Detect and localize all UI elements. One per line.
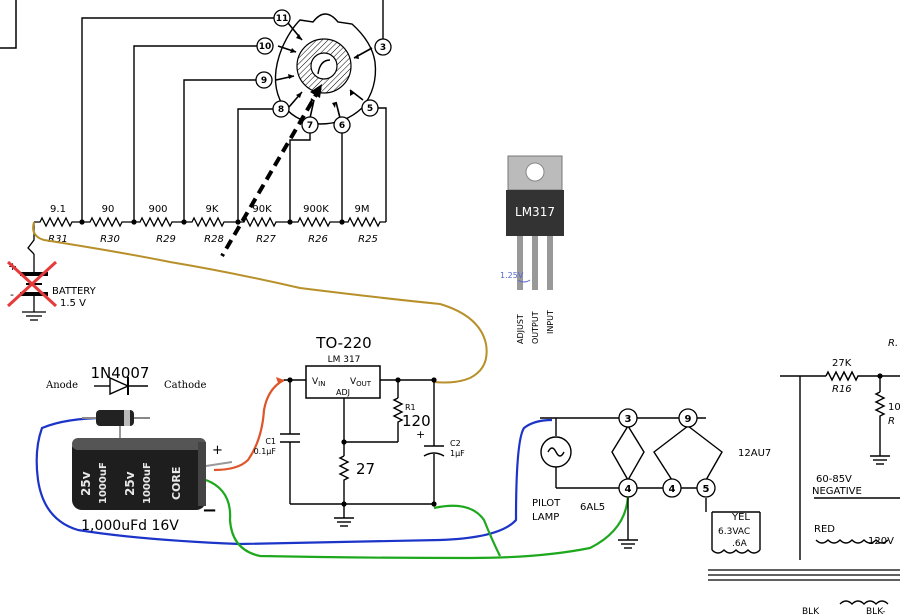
capacitor-brand: CORE — [170, 467, 183, 500]
ladder-value-r29: 900 — [148, 204, 167, 215]
capacitor-minus-terminal: − — [202, 500, 217, 521]
battery-voltage: 1.5 V — [60, 298, 86, 309]
ladder-value-r26: 900K — [303, 204, 329, 215]
switch-pin-11: 11 — [276, 14, 289, 24]
rotary-range-switch: 11 10 9 8 7 6 5 3 — [220, 9, 392, 258]
regulator-box — [305, 365, 381, 399]
ladder-designator-r25: R25 — [358, 234, 378, 245]
switch-pin-8: 8 — [278, 105, 284, 115]
lm317-marking: LM317 — [515, 205, 555, 219]
crossed-out-battery: + - BATTERY 1.5 V — [6, 254, 97, 321]
switch-to-ladder-wires — [81, 0, 387, 222]
ladder-designator-r29: R29 — [156, 234, 176, 245]
regulator-vin: VIN — [312, 377, 325, 388]
lm317-regulator-circuit: TO-220 LM 317 VIN VOUT ADJ — [254, 334, 465, 527]
red-lead-label: RED — [814, 524, 835, 535]
blue-wire — [35, 416, 553, 546]
c2-plus: + — [416, 428, 425, 441]
regulator-adj: ADJ — [336, 388, 350, 397]
battery-minus: - — [10, 288, 14, 301]
tube-6al5-pin-4: 4 — [625, 484, 632, 495]
capacitor-caption: 1,000uFd 16V — [81, 518, 179, 534]
ladder-value-r25: 9M — [355, 204, 370, 215]
blk-label-1: BLK — [802, 607, 820, 616]
ladder-value-r27: 90K — [252, 204, 272, 215]
lm317-ref-voltage: 1.25V — [500, 271, 524, 280]
page-border-fragment — [0, 0, 17, 49]
lm317-pin-adjust: ADJUST — [516, 314, 525, 344]
r1-value: 120 — [402, 412, 431, 430]
tube-filament-wiring: 3 4 9 4 5 PILOT LAMP 6AL5 12AU7 YEL 6.3V… — [532, 408, 900, 581]
ladder-designator-r27: R27 — [256, 234, 276, 245]
r16-name: R16 — [832, 384, 852, 395]
diode-part-label: 1N4007 — [91, 364, 150, 382]
ladder-designator-r28: R28 — [204, 234, 224, 245]
c1-name: C1 — [265, 437, 276, 446]
r2-value: 27 — [356, 460, 375, 478]
capacitor-label-capacitance: 1000uF — [98, 462, 109, 504]
switch-pin-3: 3 — [380, 43, 386, 53]
orange-wire — [213, 377, 285, 472]
regulator-part-label: LM 317 — [328, 355, 361, 365]
battery-label: BATTERY — [52, 286, 97, 297]
negative-label: NEGATIVE — [812, 486, 862, 497]
r-partial-value: 10 — [888, 402, 900, 413]
ladder-value-r30: 90 — [102, 204, 115, 215]
switch-pin-10: 10 — [259, 42, 272, 52]
lm317-pin-input: INPUT — [546, 310, 555, 334]
red-x-stroke-2 — [6, 260, 58, 308]
diode-cathode-label: Cathode — [164, 380, 206, 391]
tube-12au7-pin-5: 5 — [703, 484, 710, 495]
blk-label-2: BLK- — [866, 607, 885, 616]
vac-label: 6.3VAC — [718, 527, 750, 537]
amp-label: .6A — [732, 539, 748, 549]
tube-6al5-pin-3: 3 — [625, 414, 632, 425]
gold-wire — [32, 221, 488, 384]
green-wire — [205, 478, 630, 560]
right-circuit-fragment: 27K R16 R. 10 R 60-85V NEGATIVE RED 120V… — [780, 338, 900, 616]
c1-value: 0.1µF — [254, 447, 277, 456]
lamp-label: LAMP — [532, 512, 559, 523]
switch-pin-7: 7 — [307, 121, 313, 131]
resistor-ladder: 9.1 90 900 9K 90K 900K 9M R31 R30 R29 R2… — [27, 204, 386, 255]
capacitor-body — [72, 438, 206, 510]
ladder-designator-r31: R31 — [48, 234, 68, 245]
tube-12au7-pin-4: 4 — [669, 484, 676, 495]
switch-pin-6: 6 — [339, 121, 345, 131]
lm317-pin-output: OUTPUT — [531, 311, 540, 344]
tube-12au7-pin-9: 9 — [685, 414, 692, 425]
r16-value: 27K — [832, 358, 852, 369]
capacitor-label-capacitance-2: 1000uF — [142, 462, 153, 504]
c2-name: C2 — [450, 439, 461, 448]
r1-name: R1 — [405, 403, 416, 412]
capacitor-label-voltage-2: 25v — [123, 471, 137, 496]
capacitor-plus-terminal: + — [212, 443, 223, 458]
pilot-label: PILOT — [532, 498, 561, 509]
capacitor-label-voltage: 25v — [79, 471, 93, 496]
ladder-value-r28: 9K — [206, 204, 219, 215]
r-top-label: R. — [888, 338, 898, 349]
yel-label: YEL — [731, 512, 750, 523]
regulator-package-label: TO-220 — [315, 334, 371, 352]
dashed-pointer-line — [220, 86, 322, 258]
diode-1n4007: 1N4007 Anode Cathode — [45, 364, 206, 426]
tube-6al5-label: 6AL5 — [580, 502, 605, 513]
switch-pin-5: 5 — [367, 104, 373, 114]
diode-anode-label: Anode — [45, 380, 78, 391]
r-partial-name: R — [888, 416, 895, 427]
v120-label: 120V — [868, 536, 894, 547]
c2-value: 1µF — [450, 449, 465, 458]
negative-voltage-label: 60-85V — [816, 474, 852, 485]
lm317-package: LM317 1.25V ADJUST OUTPUT INPUT — [500, 155, 564, 344]
electrolytic-capacitor: 25v 1000uF 25v 1000uF CORE + − 1,000uFd … — [72, 426, 233, 534]
tube-12au7-label: 12AU7 — [738, 448, 771, 459]
switch-pin-9: 9 — [261, 76, 267, 86]
ladder-designator-r26: R26 — [308, 234, 328, 245]
regulator-vout: VOUT — [350, 377, 372, 388]
ladder-designator-r30: R30 — [100, 234, 120, 245]
ladder-value-r31: 9.1 — [50, 204, 66, 215]
